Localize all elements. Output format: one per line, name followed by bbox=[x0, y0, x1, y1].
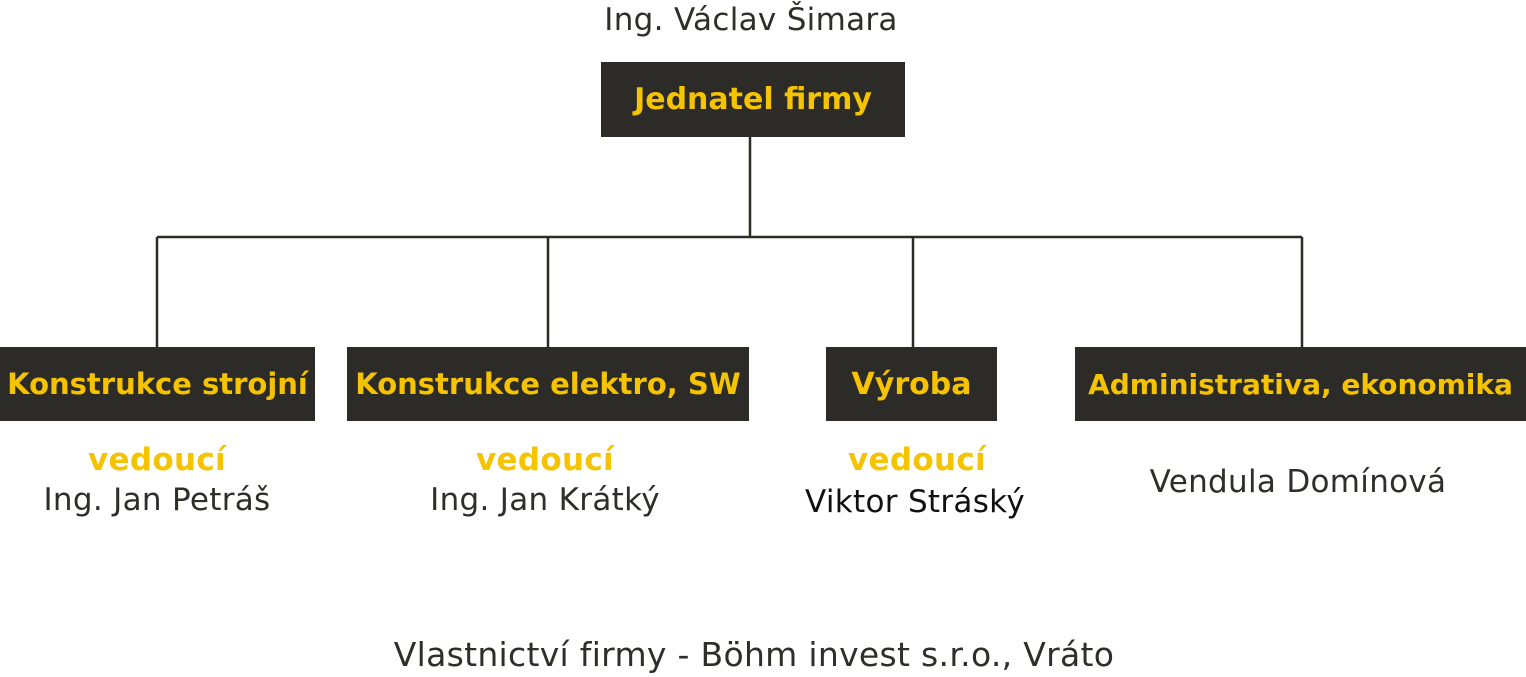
director-box: Jednatel firmy bbox=[601, 62, 905, 137]
dept-head-name: Ing. Jan Petráš bbox=[43, 482, 271, 518]
dept-head-name: Viktor Stráský bbox=[805, 484, 1025, 520]
dept-box-konstrukce-strojni: Konstrukce strojní bbox=[0, 347, 315, 421]
dept-title: Výroba bbox=[851, 366, 972, 402]
dept-box-konstrukce-elektro: Konstrukce elektro, SW bbox=[347, 347, 749, 421]
director-title: Jednatel firmy bbox=[634, 82, 872, 117]
dept-title: Konstrukce elektro, SW bbox=[355, 367, 741, 401]
dept-role-label: vedoucí bbox=[88, 442, 226, 478]
dept-title: Konstrukce strojní bbox=[7, 367, 308, 401]
dept-role-label: vedoucí bbox=[848, 442, 986, 478]
ownership-footer: Vlastnictví firmy - Böhm invest s.r.o., … bbox=[393, 635, 1115, 674]
dept-box-administrativa: Administrativa, ekonomika bbox=[1075, 347, 1526, 421]
director-name: Ing. Václav Šimara bbox=[604, 2, 898, 38]
dept-box-vyroba: Výroba bbox=[826, 347, 997, 421]
dept-head-name: Vendula Domínová bbox=[1149, 464, 1447, 500]
dept-title: Administrativa, ekonomika bbox=[1088, 367, 1513, 401]
dept-role-label: vedoucí bbox=[476, 442, 614, 478]
dept-head-name: Ing. Jan Krátký bbox=[430, 482, 660, 518]
